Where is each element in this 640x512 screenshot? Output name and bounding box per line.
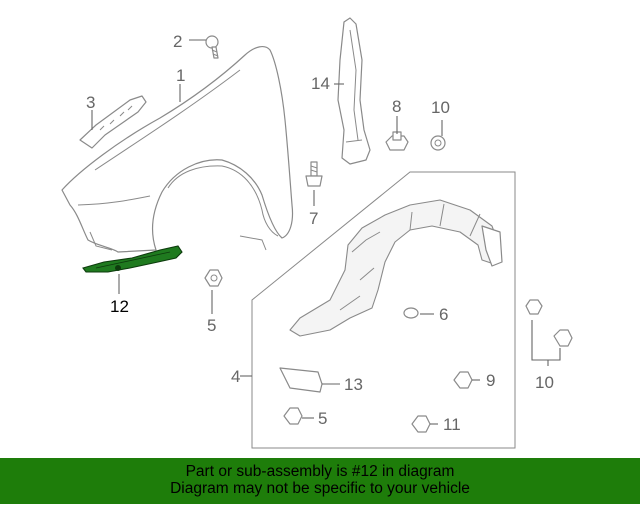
callout-5-lower: 5	[318, 409, 327, 428]
clip-part-10-right-lower[interactable]	[553, 329, 573, 347]
grommet-part-6[interactable]	[403, 307, 419, 319]
clip-part-5-left[interactable]	[204, 269, 223, 287]
callout-6: 6	[439, 305, 448, 324]
callout-10-right: 10	[535, 373, 554, 392]
clip-part-5-lower[interactable]	[283, 407, 303, 425]
bracket-part-3[interactable]	[79, 95, 147, 149]
leader-lines	[91, 39, 561, 425]
clip-part-8[interactable]	[385, 131, 409, 151]
parts-diagram: 2 1 3 14 8 10 7 12 5 4 6 13 9 5 11 10	[61, 17, 573, 449]
callout-5-left: 5	[207, 316, 216, 335]
callout-4: 4	[231, 367, 240, 386]
info-banner-line-2: Diagram may not be specific to your vehi…	[170, 480, 470, 497]
callout-12: 12	[110, 297, 129, 316]
info-banner-line-1: Part or sub-assembly is #12 in diagram	[185, 463, 455, 480]
bolt-part-2[interactable]	[205, 35, 219, 59]
callout-11: 11	[443, 415, 461, 434]
callout-9: 9	[486, 371, 495, 390]
info-banner: Part or sub-assembly is #12 in diagram D…	[0, 458, 640, 504]
clip-part-9[interactable]	[453, 371, 473, 389]
callout-2: 2	[173, 32, 182, 51]
fender-liner-part-4[interactable]	[251, 171, 516, 449]
callout-3: 3	[86, 93, 95, 112]
bolt-part-7[interactable]	[305, 161, 323, 187]
clip-part-10-right-upper[interactable]	[525, 299, 543, 315]
callout-8: 8	[392, 97, 401, 116]
insulator-part-14[interactable]	[337, 17, 371, 165]
callout-1: 1	[176, 66, 185, 85]
callout-14: 14	[311, 74, 330, 93]
callout-13: 13	[344, 375, 363, 394]
callout-10-top: 10	[431, 98, 450, 117]
push-clip-part-10-top[interactable]	[430, 135, 446, 151]
callout-7: 7	[309, 209, 318, 228]
fender-part-1[interactable]	[61, 45, 294, 253]
clip-part-11[interactable]	[411, 415, 431, 433]
highlighted-part-12[interactable]	[82, 245, 183, 273]
seal-part-13[interactable]	[279, 367, 323, 393]
